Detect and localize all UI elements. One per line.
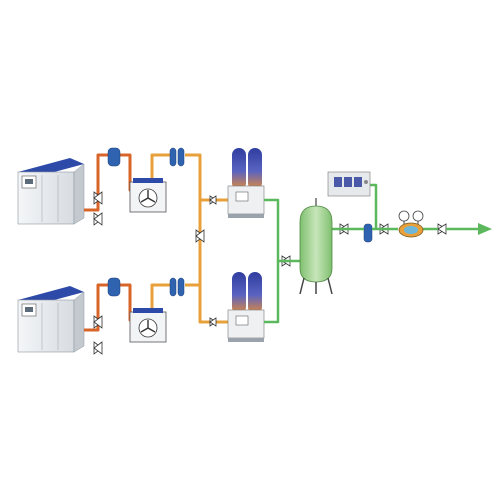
dryer-2 [129,308,167,343]
compressor-1 [17,158,85,225]
adsorption-dryer-1 [227,148,265,218]
adsorption-dryer-2 [227,272,265,342]
receiver-tank [299,198,333,295]
filter-icon [107,147,373,297]
outlet-arrow-icon [446,223,492,235]
compressor-2 [17,286,85,353]
valve-icon [93,191,447,355]
control-panel [327,171,371,197]
pressure-regulator [398,210,424,238]
dryer-1 [129,178,167,213]
clean-air-piping [264,183,438,324]
